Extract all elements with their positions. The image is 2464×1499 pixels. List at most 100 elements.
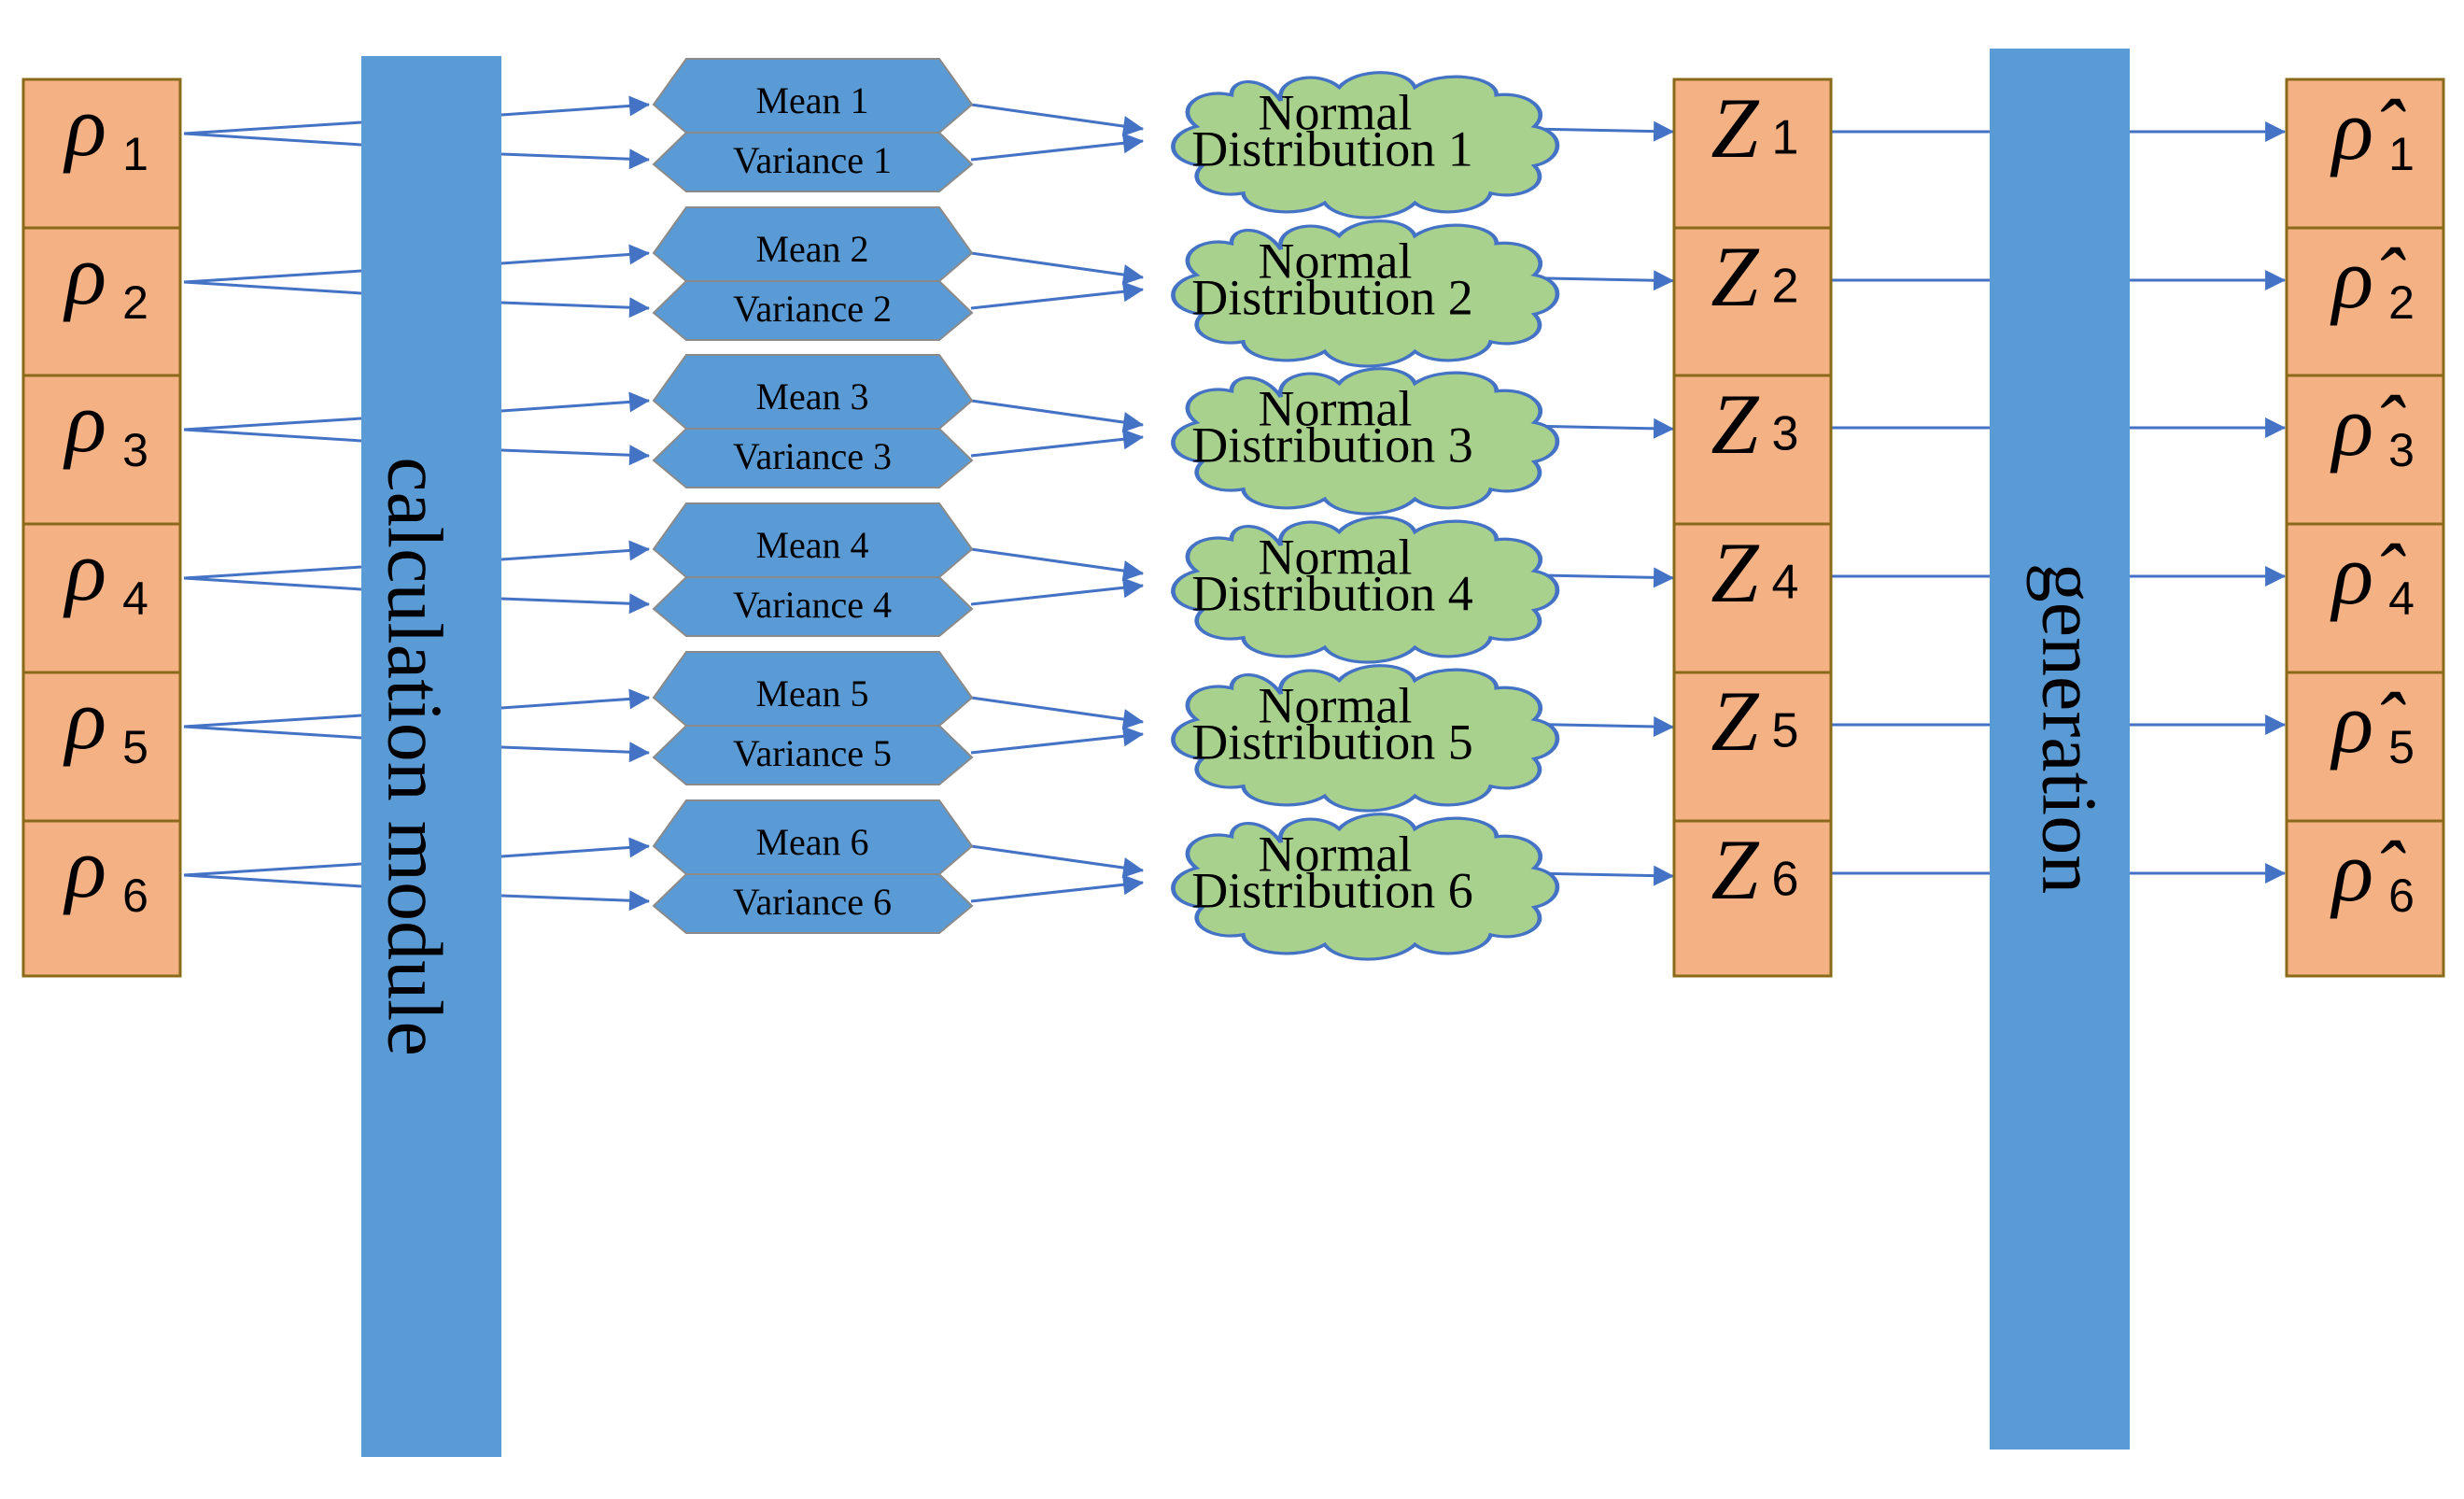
output-subscript: 5 <box>2388 721 2415 773</box>
variance-to-dist-arrow <box>970 429 1145 458</box>
distribution-line-1: Normal <box>1259 84 1413 140</box>
z-box <box>1672 226 1833 385</box>
output-box <box>2285 374 2445 532</box>
output-subscript: 6 <box>2388 870 2415 922</box>
generation-module-bar <box>1990 49 2130 1450</box>
mean-arrow <box>500 837 651 858</box>
distribution-cloud <box>1171 516 1560 664</box>
z-subscript: 2 <box>1772 260 1799 314</box>
distribution-line-2: Distribution 6 <box>1191 862 1473 918</box>
variance-hexagon <box>652 428 974 488</box>
variance-arrow <box>500 445 651 466</box>
dist-to-z-arrow <box>1530 715 1675 737</box>
input-symbol: ρ <box>63 375 106 470</box>
mean-label: Mean 3 <box>755 375 868 417</box>
input-subscript: 1 <box>122 128 148 180</box>
input-line-lower <box>183 132 362 147</box>
variance-hexagon <box>652 280 974 341</box>
variance-label: Variance 3 <box>733 435 892 477</box>
input-symbol: ρ <box>63 523 106 618</box>
variance-label: Variance 1 <box>733 139 892 181</box>
mean-label: Mean 6 <box>755 821 868 863</box>
variance-arrow <box>500 593 651 615</box>
input-box <box>21 374 182 532</box>
input-line-lower <box>183 725 362 740</box>
variance-to-dist-arrow <box>970 726 1145 755</box>
input-line-upper <box>183 120 362 135</box>
distribution-line-1: Normal <box>1259 529 1413 585</box>
variance-label: Variance 2 <box>733 288 892 330</box>
mean-to-dist-arrow <box>970 547 1145 581</box>
z-symbol: Z <box>1711 525 1759 620</box>
mean-label: Mean 5 <box>755 672 868 714</box>
z-box <box>1672 522 1833 681</box>
distribution-cloud <box>1171 813 1560 961</box>
variance-hexagon <box>652 873 974 934</box>
generation-module-label: generation <box>2026 563 2113 895</box>
output-box <box>2285 819 2445 978</box>
variance-arrow <box>500 742 651 763</box>
output-subscript: 1 <box>2388 128 2415 180</box>
input-box <box>21 819 182 978</box>
variance-hexagon <box>652 576 974 637</box>
output-box <box>2285 78 2445 236</box>
dist-to-z-arrow <box>1530 567 1675 588</box>
calculation-module-label: calculation module <box>372 457 458 1055</box>
variance-hexagon <box>652 132 974 192</box>
input-line-lower <box>183 576 362 591</box>
distribution-line-1: Normal <box>1259 233 1413 289</box>
distribution-line-1: Normal <box>1259 380 1413 436</box>
distribution-cloud <box>1171 219 1560 368</box>
input-box <box>21 522 182 681</box>
z-subscript: 3 <box>1772 407 1799 461</box>
input-symbol: ρ <box>63 78 106 174</box>
distribution-line-1: Normal <box>1259 826 1413 882</box>
mean-to-dist-arrow <box>970 103 1145 136</box>
mean-label: Mean 1 <box>755 79 868 121</box>
input-subscript: 6 <box>122 870 148 922</box>
mean-to-dist-arrow <box>970 399 1145 432</box>
variance-label: Variance 5 <box>733 732 892 774</box>
input-symbol: ρ <box>63 672 106 767</box>
mean-to-dist-arrow <box>970 844 1145 878</box>
z-box <box>1672 374 1833 532</box>
distribution-cloud <box>1171 367 1560 516</box>
variance-label: Variance 4 <box>733 584 892 626</box>
distribution-cloud <box>1171 71 1560 219</box>
dist-to-z-arrow <box>1530 865 1675 886</box>
output-box <box>2285 671 2445 829</box>
z-subscript: 6 <box>1772 853 1799 907</box>
z-symbol: Z <box>1711 376 1759 472</box>
z-symbol: Z <box>1711 822 1759 917</box>
distribution-line-2: Distribution 3 <box>1191 417 1473 473</box>
distribution-line-2: Distribution 1 <box>1191 120 1473 177</box>
input-subscript: 5 <box>122 721 148 773</box>
z-subscript: 4 <box>1772 556 1799 610</box>
input-line-upper <box>183 862 362 877</box>
input-symbol: ρ <box>63 820 106 915</box>
output-subscript: 2 <box>2388 276 2415 329</box>
distribution-cloud <box>1171 664 1560 813</box>
z-box <box>1672 78 1833 236</box>
mean-arrow <box>500 391 651 413</box>
input-symbol: ρ <box>63 227 106 322</box>
input-line-lower <box>183 873 362 888</box>
variance-arrow <box>500 148 651 170</box>
input-line-lower <box>183 280 362 295</box>
input-line-upper <box>183 417 362 431</box>
output-box <box>2285 522 2445 681</box>
distribution-line-1: Normal <box>1259 677 1413 733</box>
input-subscript: 4 <box>122 573 148 625</box>
z-subscript: 5 <box>1772 704 1799 758</box>
variance-to-dist-arrow <box>970 281 1145 310</box>
mean-to-dist-arrow <box>970 696 1145 729</box>
dist-to-z-arrow <box>1530 417 1675 439</box>
input-subscript: 2 <box>122 276 148 329</box>
input-line-upper <box>183 714 362 728</box>
